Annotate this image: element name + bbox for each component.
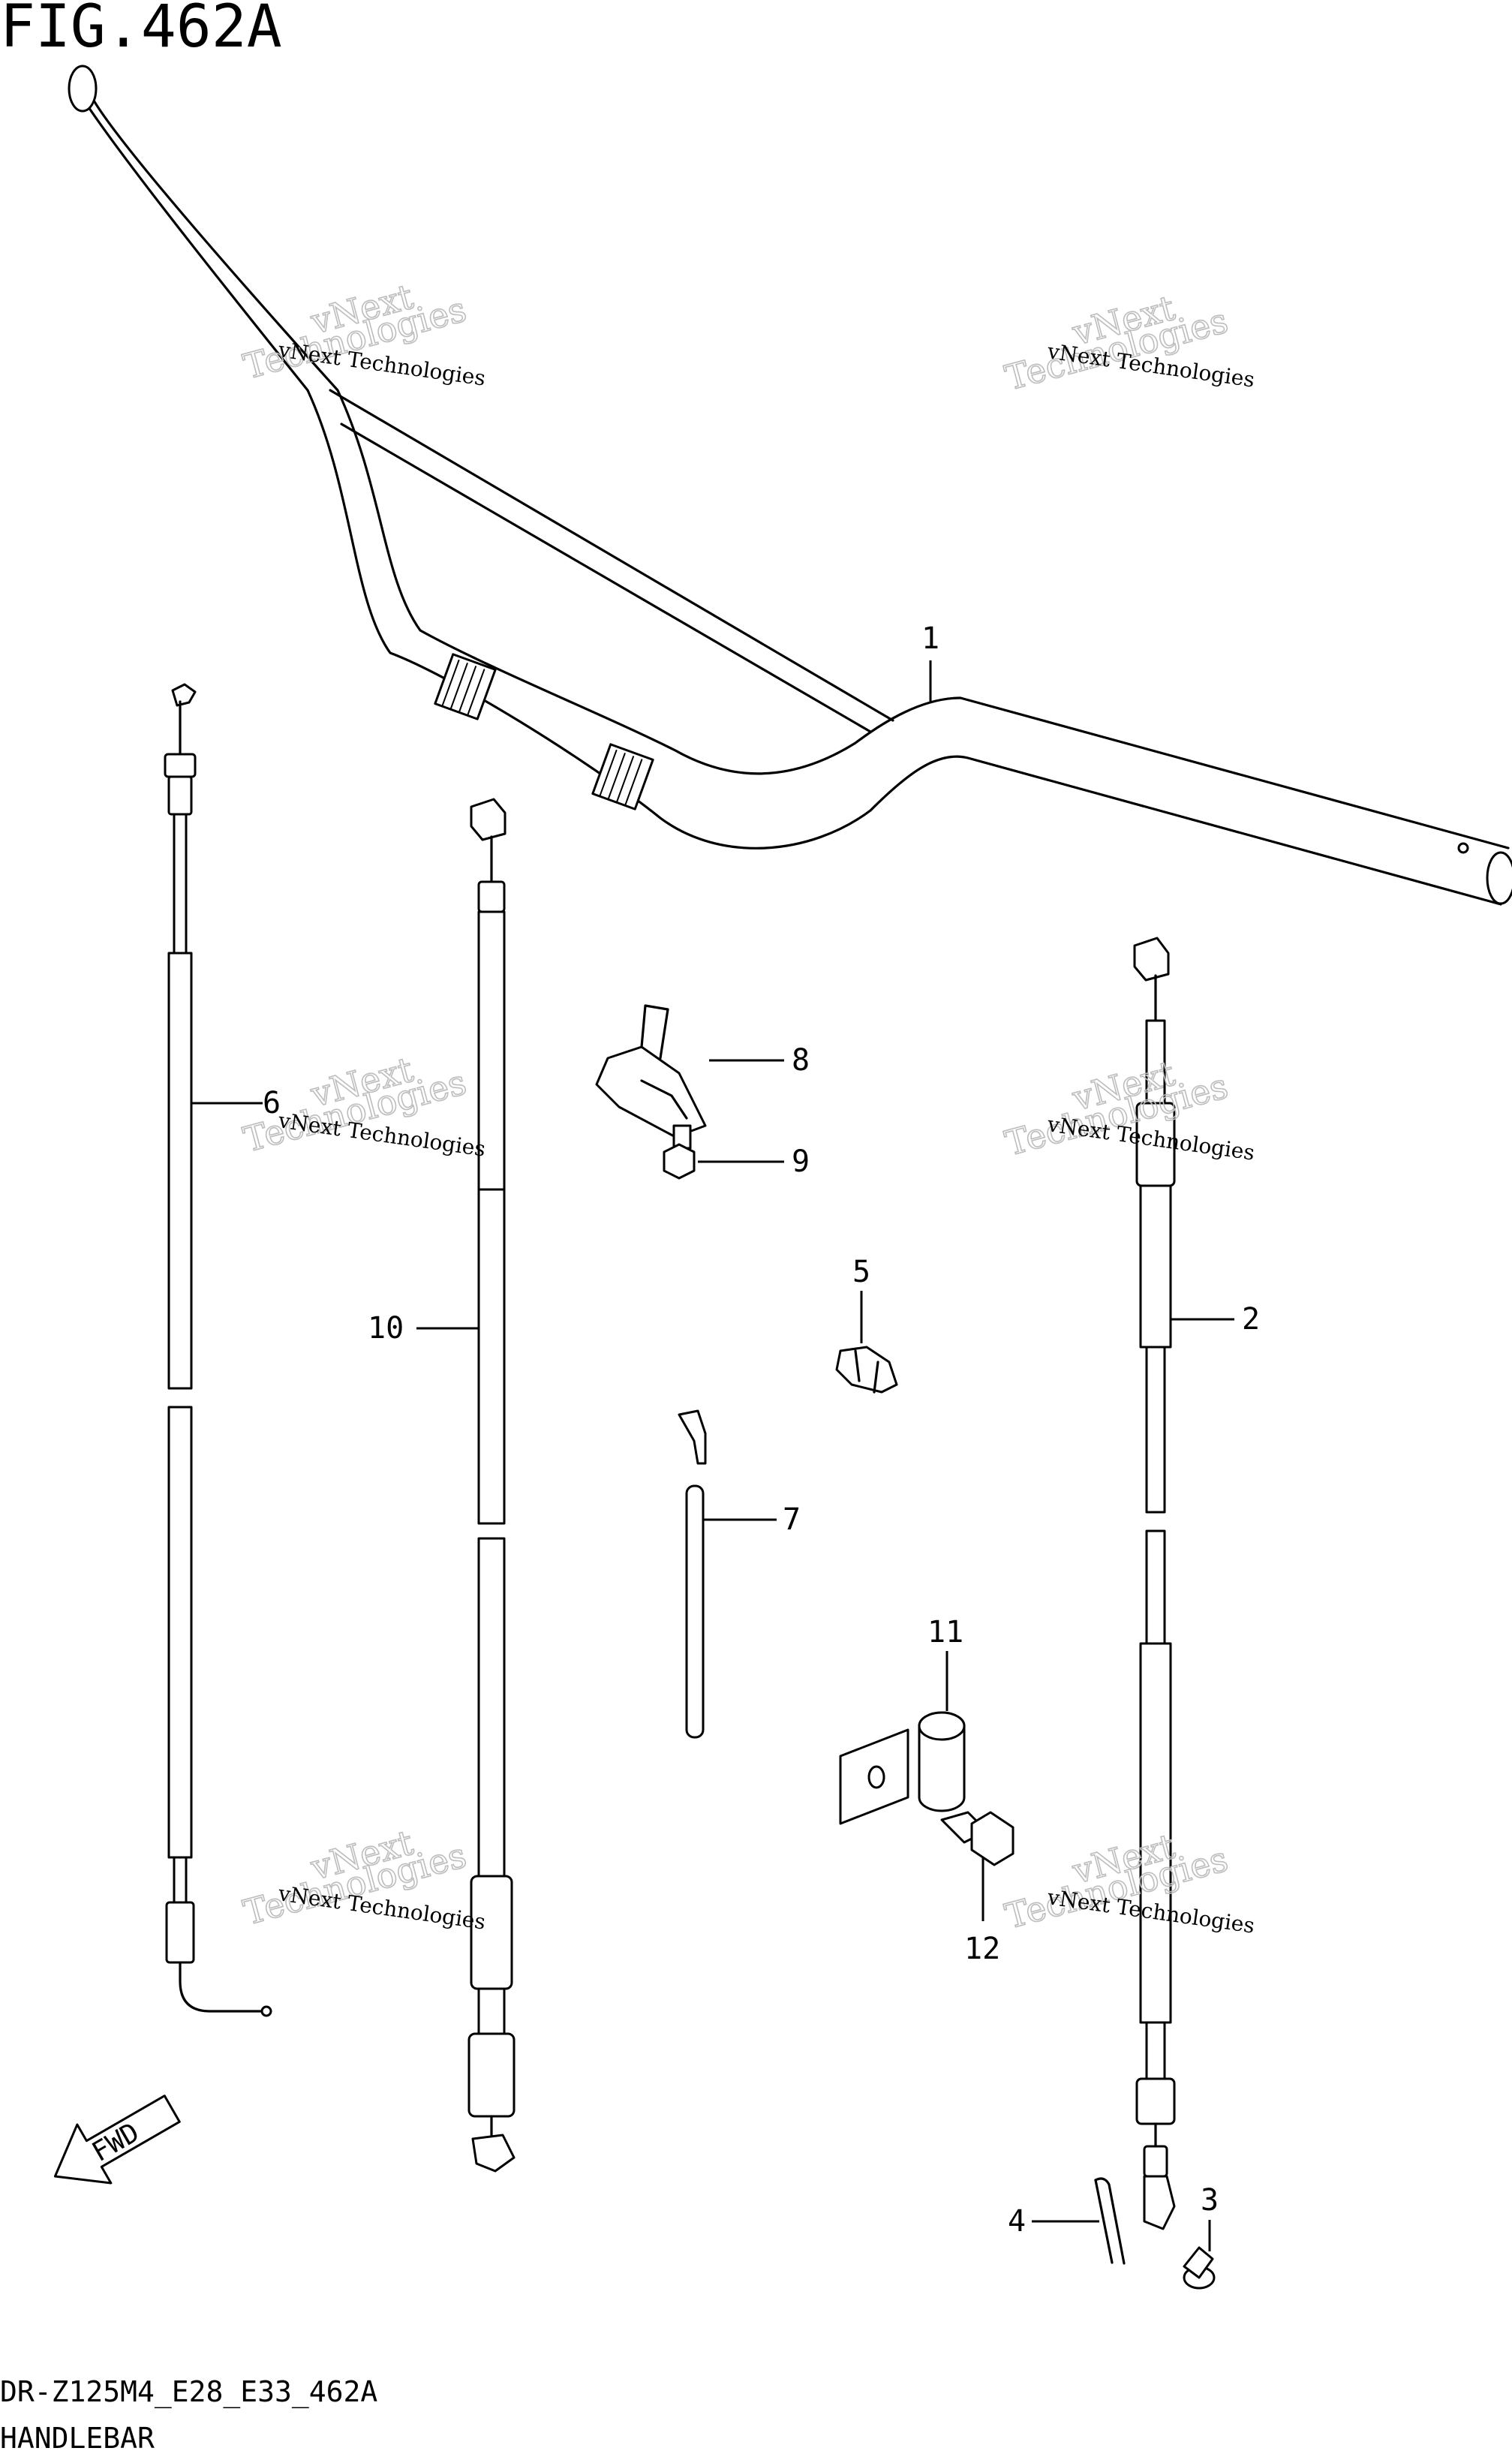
bolt-part-12 bbox=[940, 1811, 1015, 1866]
clamp-part-5 bbox=[835, 1346, 898, 1394]
figure-title: FIG.462A bbox=[0, 0, 282, 61]
callout-1: 1 bbox=[921, 621, 939, 656]
callout-2: 2 bbox=[1242, 1302, 1260, 1337]
bolt-part-9 bbox=[663, 1124, 696, 1180]
watermark-6: Technologies vNext vNext Technologies bbox=[1000, 1825, 1256, 1938]
callout-9: 9 bbox=[792, 1144, 810, 1179]
watermark-1: Technologies vNext vNext Technologies bbox=[239, 275, 487, 391]
cable-part-10 bbox=[467, 798, 516, 2173]
callout-12: 12 bbox=[964, 1932, 1000, 1966]
callout-6: 6 bbox=[263, 1086, 281, 1120]
handlebar-mount-hole bbox=[1457, 842, 1469, 854]
cable-part-6 bbox=[164, 683, 272, 2017]
clip-part-8 bbox=[595, 1004, 707, 1138]
callout-3: 3 bbox=[1201, 2183, 1219, 2218]
handlebar-right-end bbox=[1486, 851, 1512, 905]
callout-7: 7 bbox=[783, 1502, 801, 1537]
tieband-part-7 bbox=[678, 1409, 707, 1739]
handlebar-part-1 bbox=[68, 65, 1512, 906]
callout-10: 10 bbox=[368, 1311, 404, 1346]
knurl-right bbox=[591, 743, 654, 810]
bracket-part-11 bbox=[839, 1711, 966, 1825]
watermark-5: Technologies vNext vNext Technologies bbox=[239, 1821, 487, 1935]
knurl-left bbox=[434, 653, 497, 720]
cotter-pin-part-4 bbox=[1094, 2177, 1126, 2265]
callout-8: 8 bbox=[792, 1043, 810, 1078]
model-code: DR-Z125M4_E28_E33_462A bbox=[0, 2375, 377, 2409]
cable-part-2 bbox=[1133, 937, 1176, 2230]
section-name: HANDLEBAR bbox=[0, 2422, 155, 2455]
watermark-2: Technologies vNext vNext Technologies bbox=[1000, 287, 1256, 399]
callout-4: 4 bbox=[1008, 2204, 1026, 2239]
pin-part-3 bbox=[1183, 2246, 1216, 2290]
fwd-arrow: FWD bbox=[53, 2095, 181, 2185]
watermark-4: Technologies vNext vNext Technologies bbox=[1000, 1052, 1256, 1165]
callout-5: 5 bbox=[852, 1255, 870, 1289]
callout-11: 11 bbox=[927, 1615, 963, 1650]
handlebar-left-end bbox=[68, 65, 98, 113]
